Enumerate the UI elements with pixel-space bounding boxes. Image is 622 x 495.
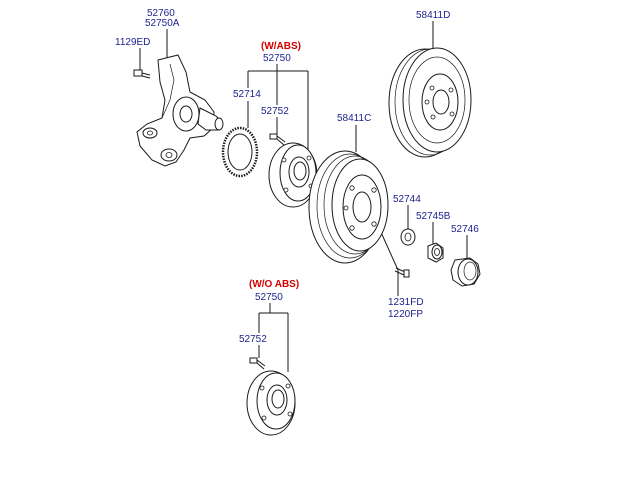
brake-disc[interactable] — [388, 47, 472, 158]
grease-cap[interactable] — [450, 257, 481, 287]
label-hub-bolt-52752-abs[interactable]: 52752 — [261, 106, 289, 117]
label-hub-bolt-52752-noabs[interactable]: 52752 — [239, 334, 267, 345]
label-hub-52750-noabs[interactable]: 52750 — [255, 292, 283, 303]
label-bolt-1231fd[interactable]: 1231FD — [388, 297, 424, 308]
brake-drum[interactable] — [308, 150, 389, 264]
label-hub-52750-abs[interactable]: 52750 — [263, 53, 291, 64]
label-wo-abs: (W/O ABS) — [249, 279, 299, 290]
knuckle-bolt[interactable] — [133, 69, 151, 79]
label-tone-ring-52714[interactable]: 52714 — [233, 89, 261, 100]
hub-bolt-noabs[interactable] — [249, 357, 266, 370]
washer[interactable] — [400, 228, 416, 246]
abs-tone-ring[interactable] — [221, 126, 259, 178]
wheel-hub-noabs[interactable] — [246, 370, 296, 436]
drum-bolt[interactable] — [394, 267, 410, 278]
label-bolt-1129ed[interactable]: 1129ED — [115, 37, 150, 48]
label-disc-58411d[interactable]: 58411D — [416, 10, 450, 21]
hub-nut[interactable] — [427, 242, 444, 263]
labels: 52760 52750A 1129ED (W/ABS) 52750 52714 … — [115, 8, 479, 345]
label-nut-52745b[interactable]: 52745B — [416, 211, 451, 222]
label-cap-52746[interactable]: 52746 — [451, 224, 479, 235]
leader-lines — [139, 21, 468, 372]
wheel-hub-abs[interactable] — [268, 142, 318, 208]
label-washer-52744[interactable]: 52744 — [393, 194, 421, 205]
label-bolt-1220fp[interactable]: 1220FP — [388, 309, 423, 320]
label-drum-58411c[interactable]: 58411C — [337, 113, 371, 124]
label-w-abs: (W/ABS) — [261, 41, 301, 52]
label-knuckle-52750a[interactable]: 52750A — [145, 18, 180, 29]
steering-knuckle[interactable] — [136, 54, 224, 167]
hub-bolt-abs[interactable] — [269, 133, 286, 146]
label-knuckle-52760[interactable]: 52760 — [147, 8, 175, 19]
